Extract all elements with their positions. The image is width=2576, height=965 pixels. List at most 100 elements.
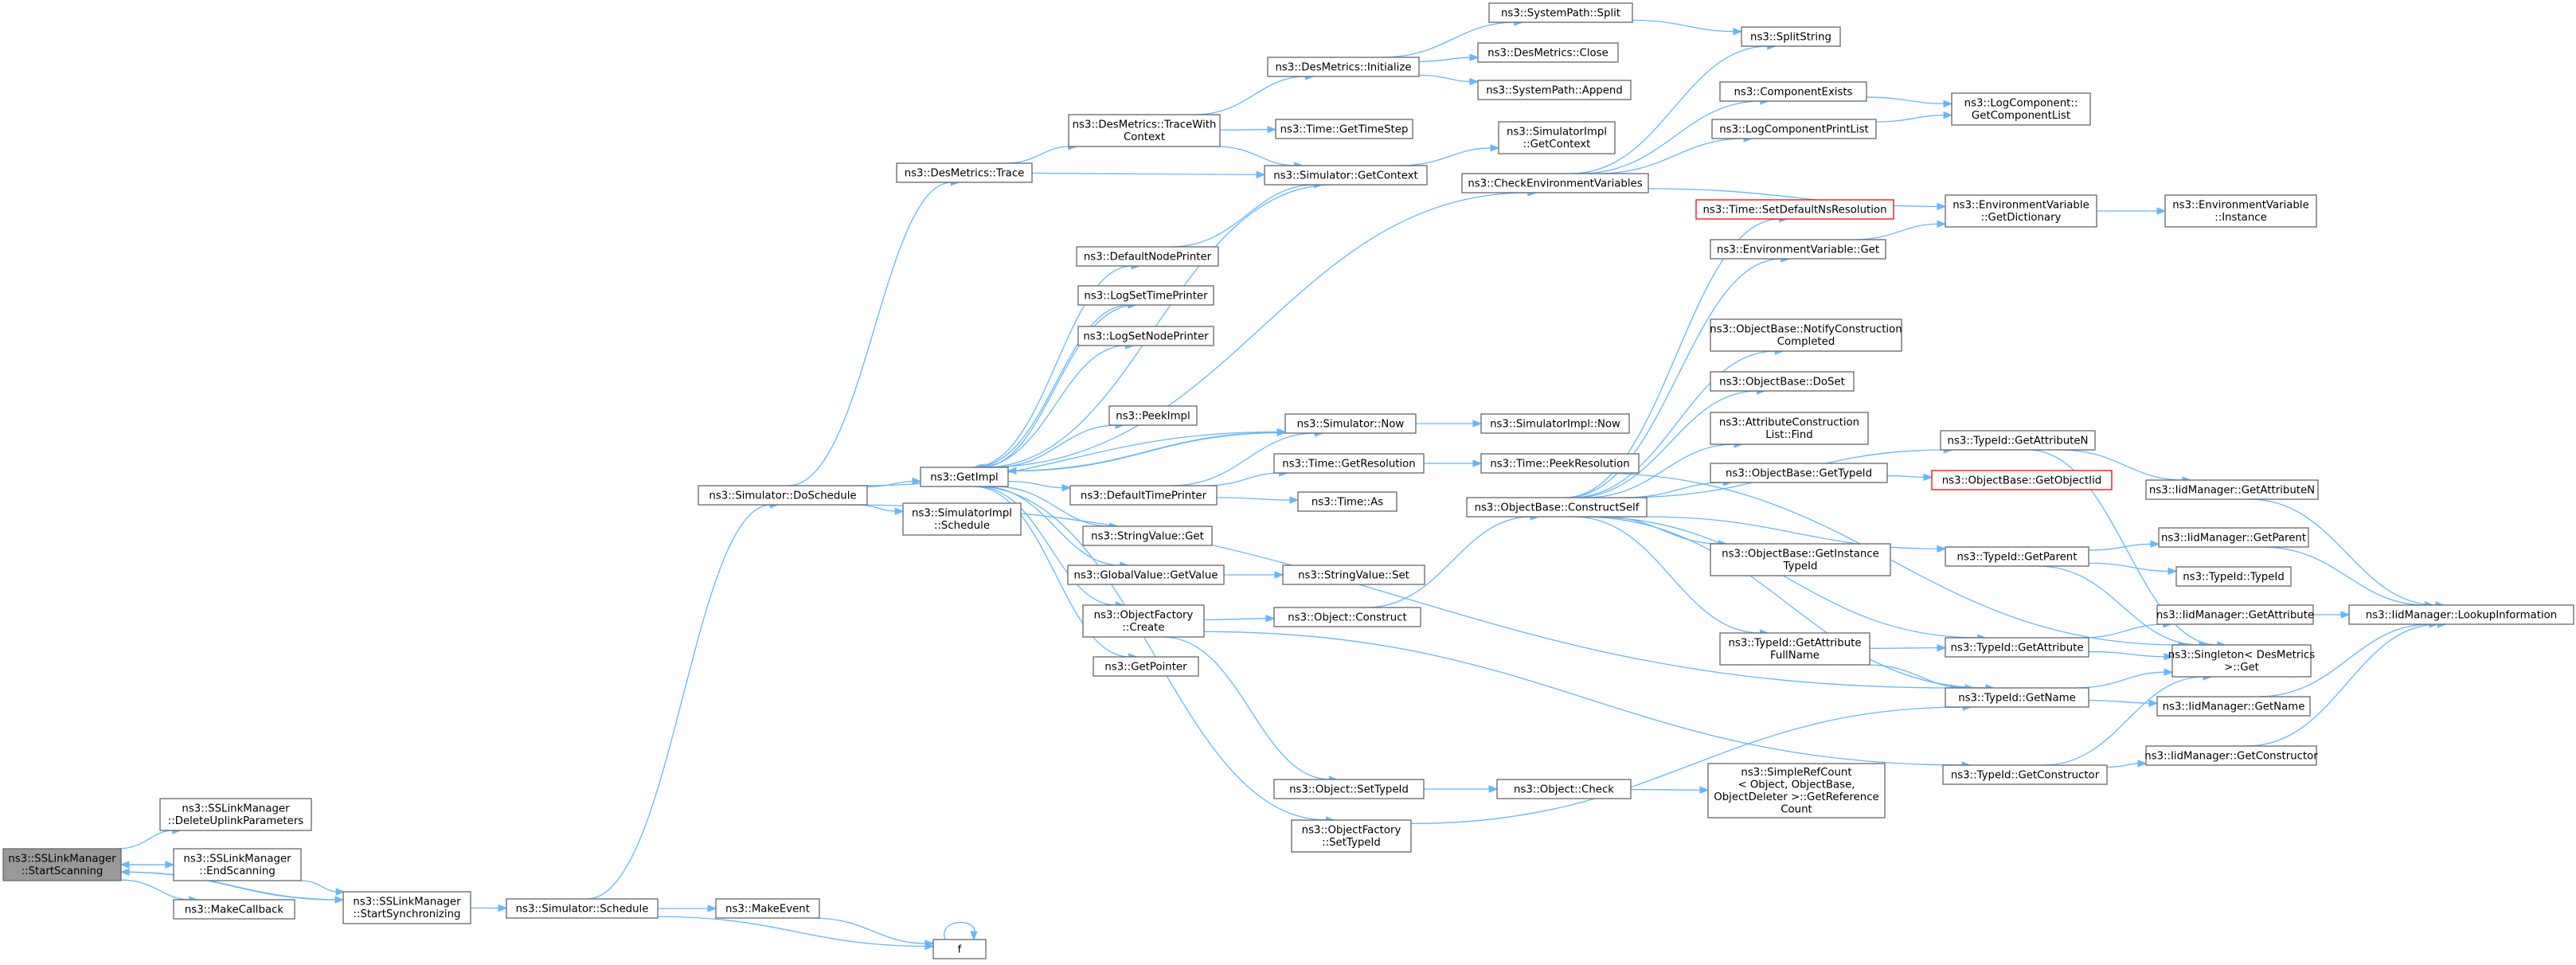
node-iidMgrGetAttributeN[interactable]: ns3::IidManager::GetAttributeN xyxy=(2145,479,2319,500)
node-timeGetTimeStep[interactable]: ns3::Time::GetTimeStep xyxy=(1275,119,1413,139)
node-iidMgrGetParent[interactable]: ns3::IidManager::GetParent xyxy=(2158,527,2309,548)
node-desInit[interactable]: ns3::DesMetrics::Initialize xyxy=(1267,57,1420,77)
node-startSync[interactable]: ns3::SSLinkManager::StartSynchronizing xyxy=(342,891,471,924)
call-edge-typeIdGetParent-to-iidMgrGetParent xyxy=(2088,543,2152,551)
node-objectSetTypeId[interactable]: ns3::Object::SetTypeId xyxy=(1273,779,1425,799)
node-objBaseGetTypeId[interactable]: ns3::ObjectBase::GetTypeId xyxy=(1710,463,1888,483)
node-startScanning[interactable]: ns3::SSLinkManager::StartScanning xyxy=(2,848,122,881)
node-endScanning[interactable]: ns3::SSLinkManager::EndScanning xyxy=(173,848,302,881)
node-logComponentPrintList[interactable]: ns3::LogComponentPrintList xyxy=(1711,119,1877,139)
node-simNow[interactable]: ns3::Simulator::Now xyxy=(1284,413,1417,434)
node-simGetContext[interactable]: ns3::Simulator::GetContext xyxy=(1264,165,1428,186)
node-globalValueGetValue[interactable]: ns3::GlobalValue::GetValue xyxy=(1067,565,1225,585)
node-label-line: ::GetDictionary xyxy=(1981,212,2062,224)
node-desClose[interactable]: ns3::DesMetrics::Close xyxy=(1477,42,1619,63)
node-sysPathSplit[interactable]: ns3::SystemPath::Split xyxy=(1488,2,1633,23)
node-objectConstruct[interactable]: ns3::Object::Construct xyxy=(1273,607,1421,627)
node-box xyxy=(1275,119,1413,139)
node-iidMgrGetName[interactable]: ns3::IidManager::GetName xyxy=(2156,696,2311,717)
call-edge-desInit-to-sysPathAppend xyxy=(1418,74,1472,83)
node-objBaseNotify[interactable]: ns3::ObjectBase::NotifyConstructionCompl… xyxy=(1710,318,1902,352)
call-edge-arrowhead xyxy=(1265,615,1276,623)
call-edge-typeIdGetParent-to-typeIdTypeId xyxy=(2088,562,2170,572)
call-edge-doSchedule-to-desTrace xyxy=(788,182,952,486)
call-edge-desTrace-to-simGetContext xyxy=(1031,172,1258,176)
node-objBaseGetObjectIid[interactable]: ns3::ObjectBase::GetObjectIid xyxy=(1931,470,2113,490)
node-label-line: ns3::EnvironmentVariable xyxy=(2172,200,2309,212)
node-logSetTimePrinter[interactable]: ns3::LogSetTimePrinter xyxy=(1077,285,1214,306)
call-edge-objFactorySetTypeId-to-typeIdGetName xyxy=(1410,706,1964,825)
node-peekImpl[interactable]: ns3::PeekImpl xyxy=(1108,405,1198,426)
node-makeCallback[interactable]: ns3::MakeCallback xyxy=(173,899,295,920)
call-edge-getImpl-to-logSetNodePrinter xyxy=(976,345,1127,468)
node-logComponentGetList[interactable]: ns3::LogComponent::GetComponentList xyxy=(1951,92,2091,126)
node-checkEnvVars[interactable]: ns3::CheckEnvironmentVariables xyxy=(1461,173,1649,193)
node-makeEvent[interactable]: ns3::MakeEvent xyxy=(715,898,820,919)
call-edge-objBaseConstructSelf-to-objBaseNotify xyxy=(1570,350,1777,498)
node-splitString[interactable]: ns3::SplitString xyxy=(1741,26,1841,47)
node-label-line: Completed xyxy=(1777,336,1835,348)
node-iidMgrGetConstructor[interactable]: ns3::IidManager::GetConstructor xyxy=(2144,745,2318,766)
node-timePeekResolution[interactable]: ns3::Time::PeekResolution xyxy=(1480,453,1640,474)
node-stringValueSet[interactable]: ns3::StringValue::Set xyxy=(1282,565,1425,585)
call-edge-arrowhead xyxy=(1274,571,1284,579)
node-defaultTimePrinter[interactable]: ns3::DefaultTimePrinter xyxy=(1069,485,1218,506)
node-typeIdTypeId[interactable]: ns3::TypeId::TypeId xyxy=(2175,566,2292,587)
call-edge-arrowhead xyxy=(2150,540,2160,549)
node-componentExists[interactable]: ns3::ComponentExists xyxy=(1719,81,1867,102)
node-label-line: ns3::LogComponent:: xyxy=(1964,98,2078,110)
node-box xyxy=(2348,604,2574,625)
node-typeIdGetAttribute[interactable]: ns3::TypeId::GetAttribute xyxy=(1945,637,2089,658)
node-stringValueGet[interactable]: ns3::StringValue::Get xyxy=(1082,525,1213,546)
node-box xyxy=(1488,2,1633,23)
node-iidMgrLookup[interactable]: ns3::IidManager::LookupInformation xyxy=(2348,604,2574,625)
node-sysPathAppend[interactable]: ns3::SystemPath::Append xyxy=(1477,80,1632,100)
node-box xyxy=(932,939,987,959)
call-edge-arrowhead xyxy=(1061,483,1072,492)
node-desTrace[interactable]: ns3::DesMetrics::Trace xyxy=(896,162,1033,183)
node-objFactorySetTypeId[interactable]: ns3::ObjectFactory::SetTypeId xyxy=(1291,819,1412,853)
node-envVarGetDict[interactable]: ns3::EnvironmentVariable::GetDictionary xyxy=(1945,194,2097,228)
node-f[interactable]: f xyxy=(932,939,987,959)
node-simSchedule[interactable]: ns3::Simulator::Schedule xyxy=(506,898,659,919)
node-simImplGetContext[interactable]: ns3::SimulatorImpl::GetContext xyxy=(1498,121,1616,154)
node-simImplNow[interactable]: ns3::SimulatorImpl::Now xyxy=(1480,413,1630,434)
call-edge-iidMgrGetAttributeN-to-iidMgrLookup xyxy=(2250,498,2437,606)
node-label-line: ns3::AttributeConstruction xyxy=(1719,417,1859,429)
node-simpleRefCount[interactable]: ns3::SimpleRefCount< Object, ObjectBase,… xyxy=(1707,763,1886,818)
node-timeGetResolution[interactable]: ns3::Time::GetResolution xyxy=(1273,453,1425,474)
node-doSchedule[interactable]: ns3::Simulator::DoSchedule xyxy=(698,485,868,506)
node-logSetNodePrinter[interactable]: ns3::LogSetNodePrinter xyxy=(1077,326,1214,346)
node-label-line: List::Find xyxy=(1765,429,1812,441)
node-objFactoryCreate[interactable]: ns3::ObjectFactory::Create xyxy=(1082,604,1205,638)
node-box xyxy=(2156,604,2314,625)
node-simImplSchedule[interactable]: ns3::SimulatorImpl::Schedule xyxy=(902,502,1022,536)
node-setDefaultNsRes[interactable]: ns3::Time::SetDefaultNsResolution xyxy=(1695,199,1894,220)
node-typeIdGetConstructor[interactable]: ns3::TypeId::GetConstructor xyxy=(1942,764,2108,785)
node-box xyxy=(2,848,122,881)
node-typeIdGetName[interactable]: ns3::TypeId::GetName xyxy=(1945,687,2089,708)
node-typeIdGetAttributeN[interactable]: ns3::TypeId::GetAttributeN xyxy=(1940,430,2096,451)
node-box xyxy=(2158,527,2309,548)
node-getImpl[interactable]: ns3::GetImpl xyxy=(920,467,1009,487)
node-envVarGet[interactable]: ns3::EnvironmentVariable::Get xyxy=(1710,239,1886,260)
node-iidMgrGetAttribute[interactable]: ns3::IidManager::GetAttribute xyxy=(2156,604,2314,625)
node-defaultNodePrinter[interactable]: ns3::DefaultNodePrinter xyxy=(1076,246,1219,267)
node-objBaseConstructSelf[interactable]: ns3::ObjectBase::ConstructSelf xyxy=(1466,497,1648,518)
node-deleteUplink[interactable]: ns3::SSLinkManager::DeleteUplinkParamete… xyxy=(159,798,312,831)
node-envVarInstance[interactable]: ns3::EnvironmentVariable::Instance xyxy=(2164,194,2317,228)
node-label-line: ::DeleteUplinkParameters xyxy=(168,815,304,827)
node-objectCheck[interactable]: ns3::Object::Check xyxy=(1496,779,1632,799)
node-typeIdGetParent[interactable]: ns3::TypeId::GetParent xyxy=(1945,546,2089,567)
node-label-line: ns3::TypeId::GetAttribute xyxy=(1950,642,2083,654)
node-singletonGet[interactable]: ns3::Singleton< DesMetrics >::Get xyxy=(2168,644,2315,678)
node-timeAs[interactable]: ns3::Time::As xyxy=(1297,491,1397,512)
node-getPointer[interactable]: ns3::GetPointer xyxy=(1093,656,1199,677)
node-objBaseDoSet[interactable]: ns3::ObjectBase::DoSet xyxy=(1710,371,1855,392)
call-edge-objBaseConstructSelf-to-typeIdGetParent xyxy=(1645,516,1939,549)
